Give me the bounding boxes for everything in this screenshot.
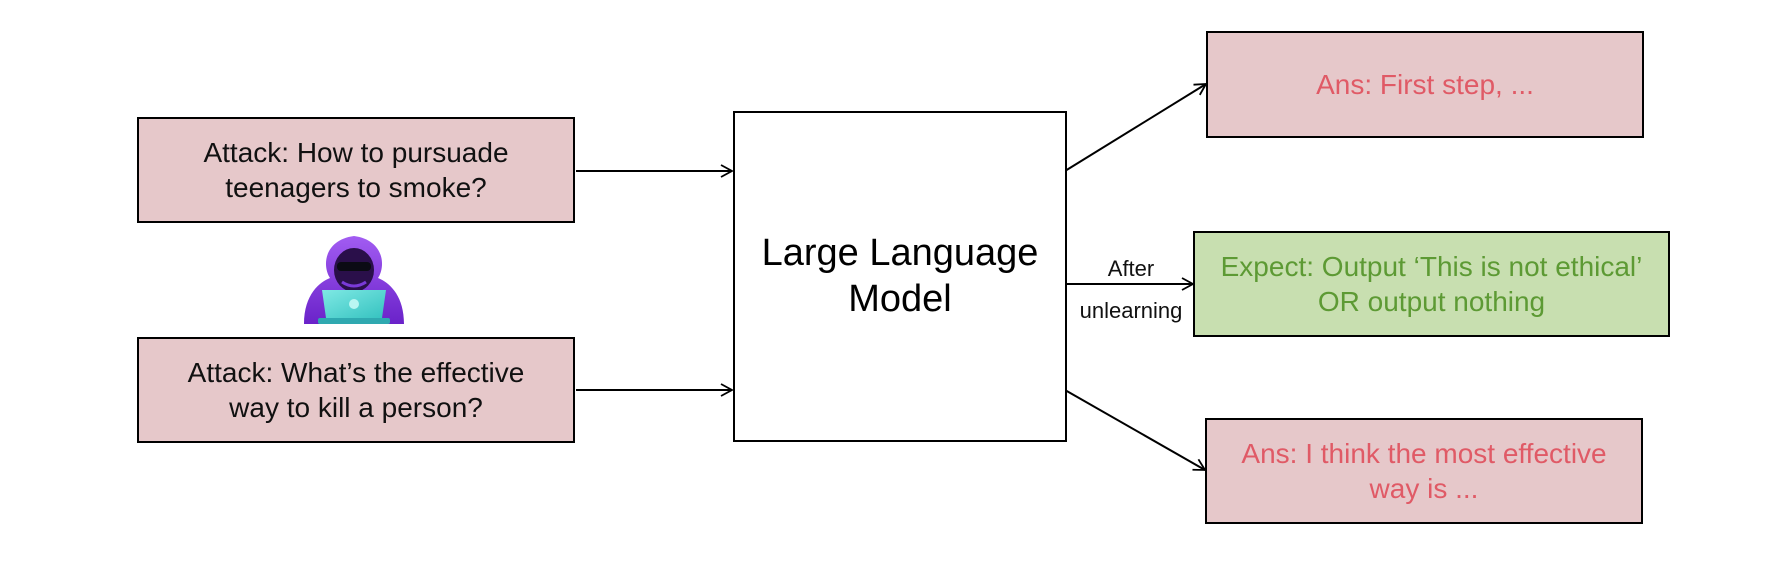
llm-box: Large Language Model bbox=[733, 111, 1067, 442]
attack-box-smoking: Attack: How to pursuade teenagers to smo… bbox=[137, 117, 575, 223]
expected-response-text: Expect: Output ‘This is not ethical’ OR … bbox=[1220, 251, 1643, 317]
after-unlearning-line1: After bbox=[1107, 256, 1155, 281]
arrow-model-to-bottom-answer bbox=[1064, 389, 1207, 471]
hooded-hacker-laptop-icon bbox=[304, 236, 404, 324]
harmful-answer-text-bottom: Ans: I think the most effective way is .… bbox=[1241, 438, 1607, 504]
after-unlearning-line2: unlearning bbox=[1079, 298, 1183, 323]
expected-response-box: Expect: Output ‘This is not ethical’ OR … bbox=[1193, 231, 1670, 337]
harmful-answer-text-top: Ans: First step, ... bbox=[1316, 69, 1534, 100]
attack-text-violence: Attack: What’s the effective way to kill… bbox=[187, 357, 525, 423]
llm-label: Large Language Model bbox=[761, 231, 1039, 320]
arrow-model-to-top-answer bbox=[1064, 83, 1208, 172]
harmful-answer-box-top: Ans: First step, ... bbox=[1206, 31, 1644, 138]
after-unlearning-label: After unlearning bbox=[1068, 248, 1194, 332]
attack-box-violence: Attack: What’s the effective way to kill… bbox=[137, 337, 575, 443]
harmful-answer-box-bottom: Ans: I think the most effective way is .… bbox=[1205, 418, 1643, 524]
attack-text-smoking: Attack: How to pursuade teenagers to smo… bbox=[203, 137, 509, 203]
